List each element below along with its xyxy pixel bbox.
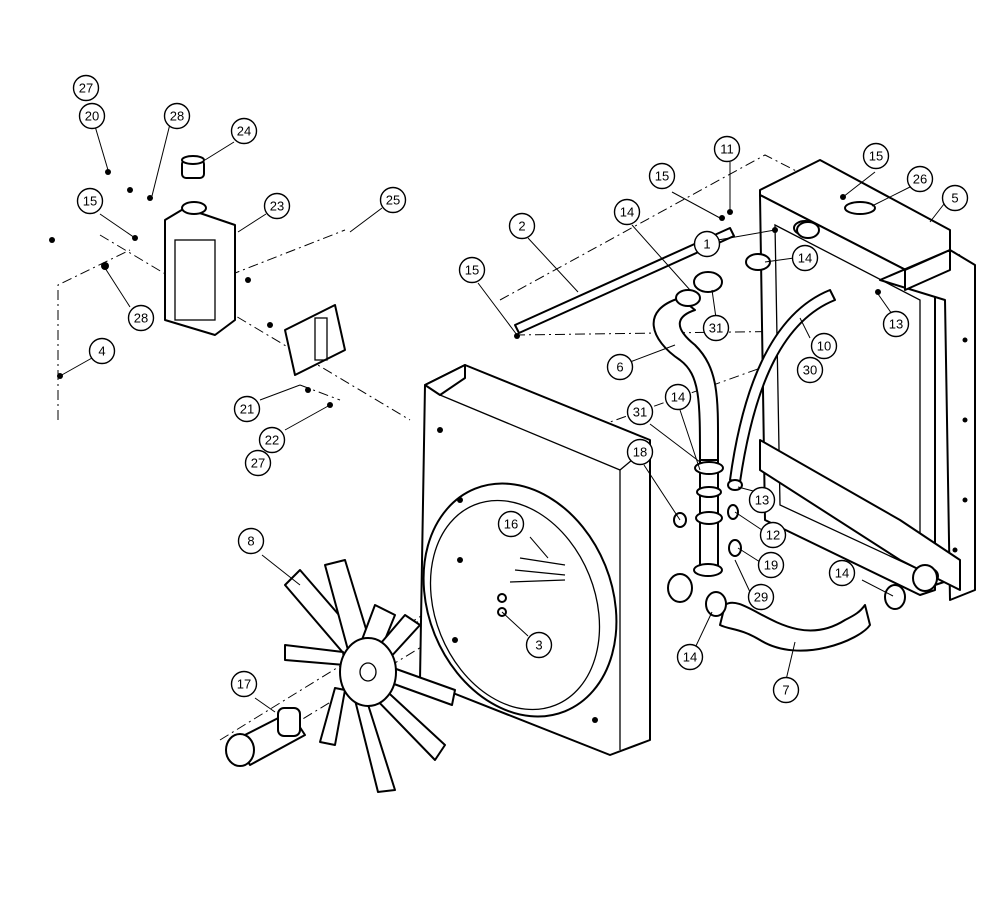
svg-text:19: 19 <box>764 558 778 573</box>
callout-28: 28 <box>127 304 155 332</box>
svg-text:30: 30 <box>803 363 817 378</box>
callout-13: 13 <box>748 486 776 514</box>
fan-bolts <box>497 557 566 617</box>
callout-11: 11 <box>713 135 741 163</box>
leader-lines <box>59 115 945 713</box>
elbow-pipe <box>673 459 742 577</box>
svg-text:31: 31 <box>633 405 647 420</box>
svg-text:8: 8 <box>247 534 254 549</box>
svg-text:5: 5 <box>951 191 958 206</box>
rod <box>514 227 735 334</box>
svg-text:1: 1 <box>703 237 710 252</box>
svg-text:15: 15 <box>83 194 97 209</box>
svg-text:26: 26 <box>913 172 927 187</box>
svg-text:16: 16 <box>504 517 518 532</box>
lower-hose <box>667 564 938 652</box>
callout-14: 14 <box>828 559 856 587</box>
callout-8: 8 <box>237 527 265 555</box>
callout-16: 16 <box>497 510 525 538</box>
svg-text:27: 27 <box>251 456 265 471</box>
svg-text:13: 13 <box>755 493 769 508</box>
fan <box>284 559 456 793</box>
svg-text:6: 6 <box>616 360 623 375</box>
callout-20: 20 <box>78 102 106 130</box>
svg-text:14: 14 <box>683 650 697 665</box>
svg-text:28: 28 <box>134 311 148 326</box>
callout-4: 4 <box>88 337 116 365</box>
callout-12: 12 <box>759 521 787 549</box>
svg-text:29: 29 <box>754 590 768 605</box>
assembly-lines <box>57 154 961 761</box>
callout-25: 25 <box>379 186 407 214</box>
callout-15: 15 <box>648 162 676 190</box>
svg-text:25: 25 <box>386 193 400 208</box>
callout-15: 15 <box>76 187 104 215</box>
upper-hose <box>652 221 820 461</box>
callout-14: 14 <box>676 643 704 671</box>
svg-text:22: 22 <box>265 433 279 448</box>
callout-22: 22 <box>258 426 286 454</box>
svg-text:15: 15 <box>869 149 883 164</box>
callout-31: 31 <box>702 314 730 342</box>
callout-15: 15 <box>458 256 486 284</box>
svg-text:4: 4 <box>98 344 105 359</box>
svg-text:11: 11 <box>720 142 734 157</box>
radiator <box>759 159 976 601</box>
svg-text:14: 14 <box>798 251 812 266</box>
callout-6: 6 <box>606 353 634 381</box>
callout-18: 18 <box>626 438 654 466</box>
callout-27: 27 <box>244 449 272 477</box>
tank-bracket <box>284 304 346 376</box>
callout-19: 19 <box>757 551 785 579</box>
svg-text:14: 14 <box>620 205 634 220</box>
overflow-tank <box>164 155 236 336</box>
svg-text:27: 27 <box>79 81 93 96</box>
svg-text:28: 28 <box>170 109 184 124</box>
callout-3: 3 <box>525 631 553 659</box>
svg-text:15: 15 <box>465 263 479 278</box>
svg-text:7: 7 <box>782 683 789 698</box>
callouts: 27 20 28 24 15 23 25 28 4 21 22 27 2 15 … <box>72 74 969 704</box>
callout-7: 7 <box>772 676 800 704</box>
callout-26: 26 <box>906 165 934 193</box>
svg-text:13: 13 <box>889 317 903 332</box>
callout-15: 15 <box>862 142 890 170</box>
svg-text:21: 21 <box>240 402 254 417</box>
callout-5: 5 <box>941 184 969 212</box>
svg-text:20: 20 <box>85 109 99 124</box>
callout-30: 30 <box>796 356 824 384</box>
callout-21: 21 <box>233 395 261 423</box>
svg-text:3: 3 <box>535 638 542 653</box>
callout-23: 23 <box>263 192 291 220</box>
svg-text:31: 31 <box>709 321 723 336</box>
svg-text:18: 18 <box>633 445 647 460</box>
svg-text:24: 24 <box>237 124 251 139</box>
callout-14: 14 <box>613 198 641 226</box>
callout-24: 24 <box>230 117 258 145</box>
callout-14: 14 <box>664 383 692 411</box>
svg-text:12: 12 <box>766 528 780 543</box>
callout-17: 17 <box>230 670 258 698</box>
svg-text:23: 23 <box>270 199 284 214</box>
svg-text:10: 10 <box>817 339 831 354</box>
callout-31: 31 <box>626 398 654 426</box>
svg-text:2: 2 <box>518 219 525 234</box>
svg-text:17: 17 <box>237 677 251 692</box>
callout-29: 29 <box>747 583 775 611</box>
callout-13: 13 <box>882 310 910 338</box>
fan-spacer <box>225 707 306 767</box>
callout-28: 28 <box>163 102 191 130</box>
svg-text:15: 15 <box>655 169 669 184</box>
callout-10: 10 <box>810 332 838 360</box>
callout-27: 27 <box>72 74 100 102</box>
callout-1: 1 <box>693 230 721 258</box>
callout-2: 2 <box>508 212 536 240</box>
callout-14: 14 <box>791 244 819 272</box>
svg-text:14: 14 <box>671 390 685 405</box>
svg-text:14: 14 <box>835 566 849 581</box>
